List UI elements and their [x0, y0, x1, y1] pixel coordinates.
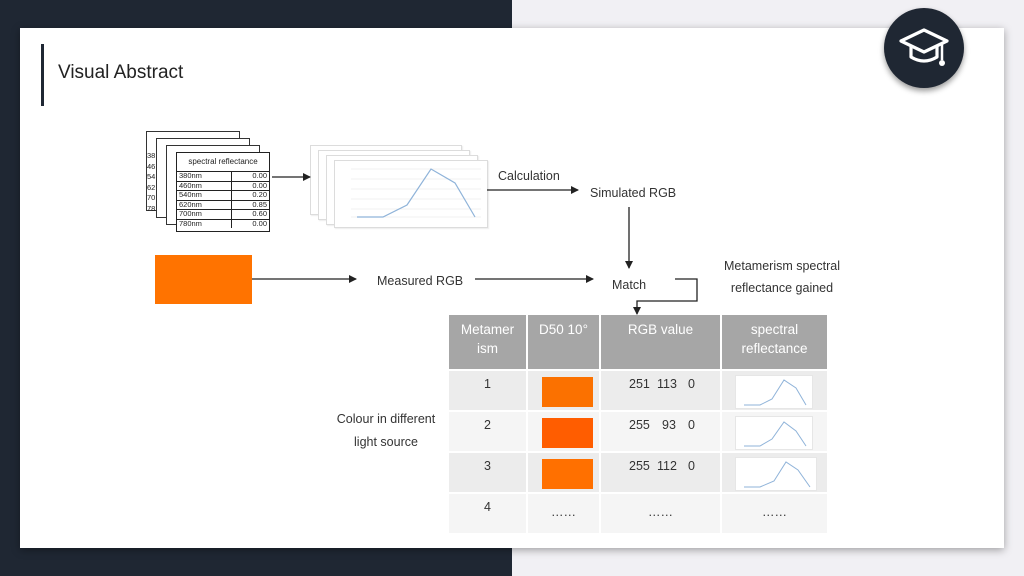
- rgb-b: 0: [688, 418, 695, 432]
- sheet-row: 380nm 0.00: [177, 171, 269, 181]
- mini-spectrum-curve: [744, 421, 807, 447]
- match-label: Match: [612, 278, 647, 292]
- rgb-g: 113: [657, 377, 677, 391]
- measured-rgb-label: Measured RGB: [377, 274, 464, 288]
- metamerism-label-line2: reflectance gained: [730, 281, 834, 295]
- table-row-id: 2: [449, 412, 526, 451]
- rgb-r: 251: [629, 377, 650, 391]
- rgb-r: 255: [629, 418, 650, 432]
- table-row-colour: [528, 453, 599, 492]
- table-row-colour: ……: [528, 494, 599, 533]
- sheet-val: 0.85: [230, 199, 269, 210]
- sheet-val: 0.60: [230, 209, 269, 219]
- sheet-val: 0.00: [230, 180, 269, 191]
- table-row-id: 4: [449, 494, 526, 533]
- table-row-rgb: 255 93 0: [601, 412, 720, 451]
- title-accent-bar: [41, 44, 44, 106]
- ellipsis: ……: [648, 505, 673, 519]
- graduation-cap-icon: [899, 28, 949, 66]
- mini-spectrum-graph: [735, 457, 817, 491]
- row-id: 2: [484, 418, 491, 432]
- table-row-rgb: 255 112 0: [601, 453, 720, 492]
- colour-swatch: [542, 377, 593, 407]
- table-row-colour: [528, 371, 599, 410]
- header-text: RGB value: [627, 322, 694, 337]
- mini-spectrum-curve: [744, 461, 811, 488]
- colour-swatch: [542, 418, 593, 448]
- rgb-r: 255: [629, 459, 650, 473]
- sheet-val: 0.20: [230, 190, 269, 200]
- table-row-id: 1: [449, 371, 526, 410]
- rgb-b: 0: [688, 377, 695, 391]
- table-row-spectrum: [722, 412, 827, 451]
- rgb-g: 112: [657, 459, 677, 473]
- calculation-label: Calculation: [498, 169, 560, 183]
- sheet-val: 0.00: [230, 171, 269, 181]
- badge: [884, 8, 964, 88]
- sheet-wl: 780nm: [177, 218, 232, 228]
- table-row-spectrum: [722, 453, 827, 492]
- row-id: 1: [484, 377, 491, 391]
- table-row-rgb: ……: [601, 494, 720, 533]
- table-row-rgb: 251 113 0: [601, 371, 720, 410]
- ellipsis: ……: [762, 505, 787, 519]
- table-row-colour: [528, 412, 599, 451]
- table-header-cell: Metamer ism: [449, 315, 526, 369]
- edge-label: 54: [147, 172, 156, 182]
- spectral-curve-graph: [351, 168, 481, 218]
- sheet-header: spectral reflectance: [177, 153, 269, 172]
- page-title: Visual Abstract: [58, 62, 184, 83]
- header-text: reflectance: [741, 341, 808, 356]
- edge-label: 78: [147, 203, 156, 213]
- table-header-cell: D50 10°: [528, 315, 599, 369]
- simulated-rgb-label: Simulated RGB: [590, 186, 677, 200]
- sheet-wl: 540nm: [177, 190, 232, 200]
- colour-label-line2: light source: [354, 435, 418, 449]
- sheet-wl: 460nm: [177, 180, 232, 191]
- header-text: D50 10°: [539, 322, 588, 337]
- colour-swatch: [542, 459, 593, 489]
- table-row-id: 3: [449, 453, 526, 492]
- row-id: 3: [484, 459, 491, 473]
- table-row-spectrum: ……: [722, 494, 827, 533]
- edge-label: 46: [147, 161, 156, 171]
- sheet-val: 0.00: [230, 218, 269, 228]
- sheet-back-edge-labels: 38 46 54 62 70 78: [147, 151, 155, 215]
- ellipsis: ……: [551, 505, 576, 519]
- row-id: 4: [484, 500, 491, 514]
- edge-label: 70: [147, 193, 156, 203]
- sheet-wl: 380nm: [179, 171, 202, 180]
- sheet-wl: 700nm: [177, 209, 232, 219]
- graph-paper-front: [334, 160, 488, 228]
- edge-label: 62: [147, 182, 156, 192]
- rgb-g: 93: [662, 418, 676, 432]
- colour-label-line1: Colour in different: [336, 412, 436, 426]
- header-text: spectral: [750, 322, 799, 337]
- metamerism-label-line1: Metamerism spectral: [724, 259, 840, 273]
- mini-spectrum-graph: [735, 375, 813, 409]
- table-row-spectrum: [722, 371, 827, 410]
- header-text: ism: [477, 341, 498, 356]
- measured-colour-swatch: [155, 255, 252, 304]
- mini-spectrum-curve: [744, 379, 807, 406]
- table-header-cell: RGB value: [601, 315, 720, 369]
- sheet-wl: 620nm: [177, 199, 232, 210]
- edge-label: 38: [147, 151, 156, 160]
- header-text: Metamer: [460, 322, 515, 337]
- mini-spectrum-graph: [735, 416, 813, 450]
- rgb-b: 0: [688, 459, 695, 473]
- table-header-cell: spectral reflectance: [722, 315, 827, 369]
